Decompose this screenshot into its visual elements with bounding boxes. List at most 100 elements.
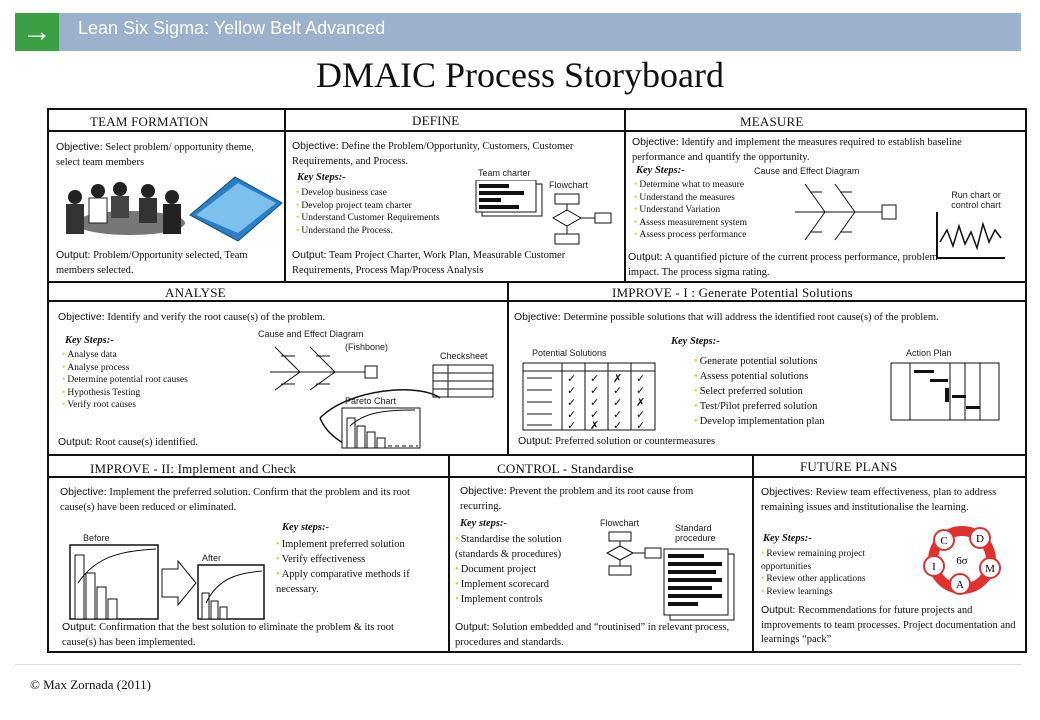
svg-text:✗: ✗ [613,372,622,385]
potential-solutions-label: Potential Solutions [532,348,607,358]
objective-text: : Prevent the problem and its root cause… [460,486,694,512]
copyright-footer: © Max Zornada (2011) [30,677,151,692]
objective-text: : Review team effectiveness, plan to add… [761,487,997,513]
list-item: Implement scorecard [455,577,605,592]
svg-text:✓: ✓ [613,408,622,421]
output-label: Output [292,249,324,261]
standard-procedure-label: Standard procedure [675,523,716,543]
improve2-objective: Objective: Implement the preferred solut… [60,485,420,515]
list-item: Implement preferred solution [276,537,441,552]
list-item: Assess process performance [634,229,784,242]
checksheet-label: Checksheet [440,351,488,361]
flowchart-diagram [605,531,662,576]
divider [47,281,1027,283]
list-item: Select preferred solution [694,384,874,399]
measure-header: MEASURE [740,114,804,129]
solutions-matrix: ✓✓✗✓ ✓✓✓✓ ✓✓✓✗ ✓✓✓✓ ✓✗✓✓ [522,362,656,432]
team-formation-header: TEAM FORMATION [90,114,209,129]
list-item: Hypothesis Testing [62,387,242,400]
list-item: Assess potential solutions [694,369,874,384]
list-item: Develop project team charter [296,200,486,213]
pareto-chart [319,389,441,449]
divider [47,300,1027,302]
svg-text:✓: ✓ [636,384,645,397]
banner-title: Lean Six Sigma: Yellow Belt Advanced [78,18,386,38]
divider [47,130,1027,132]
control-objective: Objective: Prevent the problem and its r… [460,484,700,514]
page-title: DMAIC Process Storyboard [316,55,724,95]
define-objective: Objective: Define the Problem/Opportunit… [292,139,612,169]
list-item: Review other applications [761,573,906,586]
run-chart [936,212,1005,259]
divider [752,454,754,653]
measure-steps: Determine what to measure Understand the… [634,179,784,242]
future-header: FUTURE PLANS [800,459,898,474]
flowchart-label: Flowchart [600,518,640,528]
objective-label: Objective [292,140,336,152]
svg-text:✓: ✓ [613,396,622,409]
objective-label: Objective [58,311,102,323]
improve2-steps: Implement preferred solution Verify effe… [276,537,441,597]
improve1-steps: Generate potential solutions Assess pote… [694,354,874,429]
flowchart-label: Flowchart [549,180,589,190]
objective-label: Objective [56,141,100,153]
svg-text:✓: ✓ [567,419,576,432]
list-item: Review learnings [761,586,906,599]
fishbone-diagram [270,346,378,391]
divider [47,476,1027,478]
list-item: Assess measurement system [634,217,784,230]
storyboard-frame [47,108,1027,653]
objective-label: Objective [460,485,504,497]
objective-label: Objectives [761,486,811,498]
output-label: Output [58,436,90,448]
objective-text: : Identify and implement the measures re… [632,137,962,163]
team-meeting-illustration [66,176,283,242]
list-item: Understand the Process. [296,225,486,238]
list-item: Analyse process [62,362,242,375]
define-header: DEFINE [412,113,460,128]
future-output: Output: Recommendations for future proje… [761,603,1023,648]
define-steps: Develop business case Develop project te… [296,187,486,237]
output-label: Output [455,621,487,633]
list-item: Understand Customer Requirements [296,212,486,225]
objective-text: : Determine possible solutions that will… [557,312,939,323]
svg-text:✓: ✓ [613,419,622,432]
standard-procedure-doc [663,548,735,621]
divider [624,108,626,281]
svg-text:✓: ✓ [590,396,599,409]
divider [448,454,450,653]
footer-divider [15,664,1021,665]
svg-text:✓: ✓ [590,408,599,421]
analyse-output: Output: Root cause(s) identified. [58,435,298,451]
measure-objective: Objective: Identify and implement the me… [632,135,1012,165]
improve2-keysteps-title: Key steps:- [282,522,329,533]
arrow-right-icon[interactable]: → [15,13,59,51]
control-output: Output: Solution embedded and “routinise… [455,620,750,650]
list-item: Understand Variation [634,204,784,217]
top-banner [15,13,1021,51]
control-header: CONTROL - Standardise [497,461,634,476]
cause-effect-label: Cause and Effect Diagram [754,166,860,176]
future-objective: Objectives: Review team effectiveness, p… [761,485,1023,515]
output-text: : Recommendations for future projects an… [761,605,1016,645]
action-plan-label: Action Plan [906,348,952,358]
improve1-keysteps-title: Key Steps:- [671,336,720,347]
output-text: : A quantified picture of the current pr… [628,252,938,278]
cycle-i: I [932,561,936,573]
svg-text:✓: ✓ [567,372,576,385]
svg-text:✓: ✓ [567,408,576,421]
list-item: Test/Pilot preferred solution [694,399,874,414]
cycle-m: M [985,563,995,575]
action-plan-gantt [890,362,1000,421]
svg-text:✓: ✓ [613,384,622,397]
dmaic-cycle-icon: C D M A I 6σ [923,526,1001,595]
list-item: Document project [455,562,605,577]
objective-label: Objective [632,136,676,148]
measure-output: Output: A quantified picture of the curr… [628,250,958,280]
svg-text:✓: ✓ [567,384,576,397]
team-output: Output: Problem/Opportunity selected, Te… [56,248,281,278]
define-output: Output: Team Project Charter, Work Plan,… [292,248,612,278]
list-item: Verify root causes [62,399,242,412]
list-item: Review remaining project opportunities [761,548,906,573]
svg-text:✗: ✗ [590,419,599,432]
